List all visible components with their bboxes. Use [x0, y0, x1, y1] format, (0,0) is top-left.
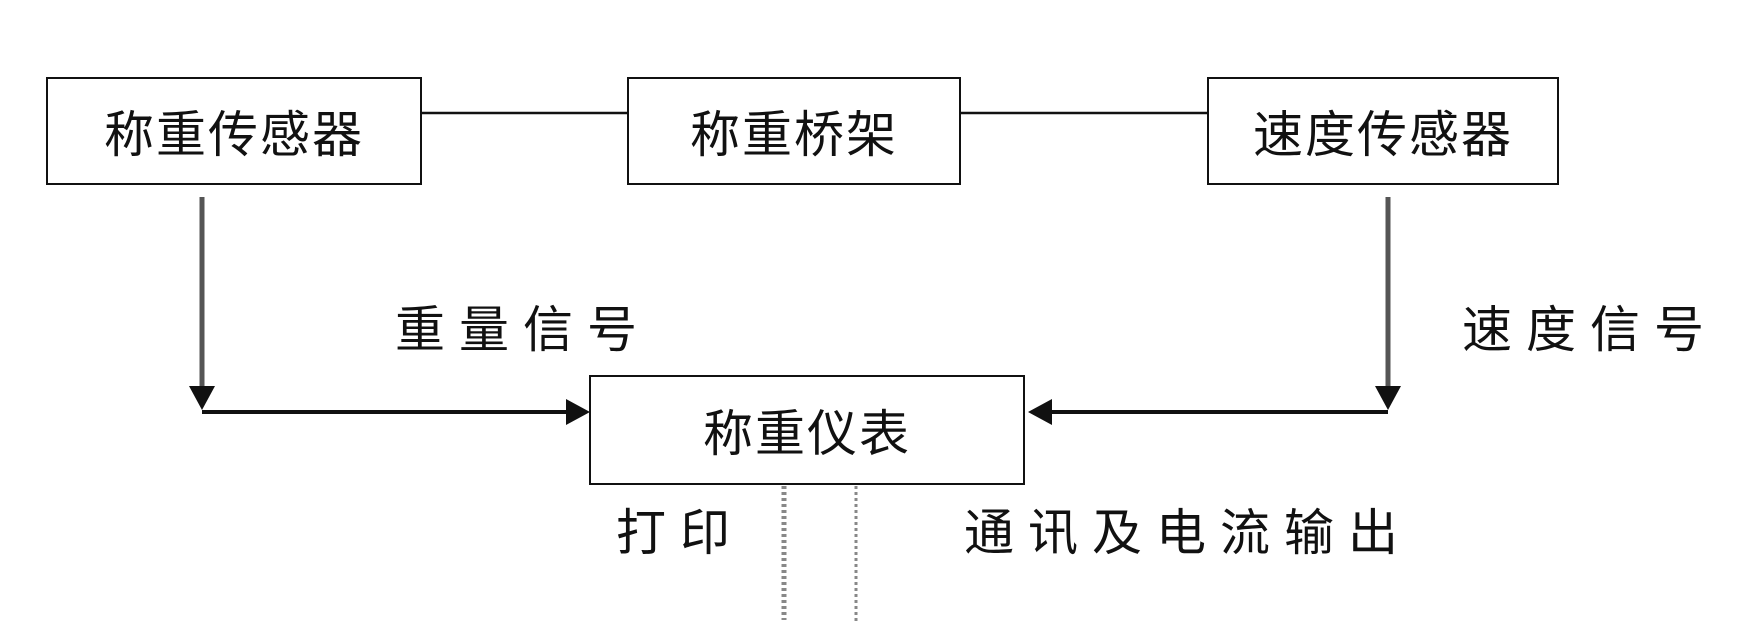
- speed-signal-down-arrowhead: [1375, 386, 1401, 410]
- weighing-instrument-box: 称重仪表: [589, 375, 1025, 485]
- speed-sensor-box: 速度传感器: [1207, 77, 1559, 185]
- comm-current-output-label: 通讯及电流输出: [964, 504, 1412, 562]
- weighing-sensor-label: 称重传感器: [104, 106, 364, 164]
- weighing-bridge-label: 称重桥架: [690, 106, 898, 164]
- print-label: 打印: [616, 504, 744, 562]
- weight-signal-label: 重量信号: [395, 301, 651, 359]
- speed-sensor-label: 速度传感器: [1253, 106, 1513, 164]
- weight-signal-right-arrowhead: [566, 399, 590, 425]
- weight-signal-down-arrowhead: [189, 386, 215, 410]
- speed-signal-left-arrowhead: [1028, 399, 1052, 425]
- speed-signal-label: 速度信号: [1462, 301, 1718, 359]
- weighing-bridge-box: 称重桥架: [627, 77, 961, 185]
- weighing-instrument-label: 称重仪表: [703, 405, 911, 463]
- weighing-sensor-box: 称重传感器: [46, 77, 422, 185]
